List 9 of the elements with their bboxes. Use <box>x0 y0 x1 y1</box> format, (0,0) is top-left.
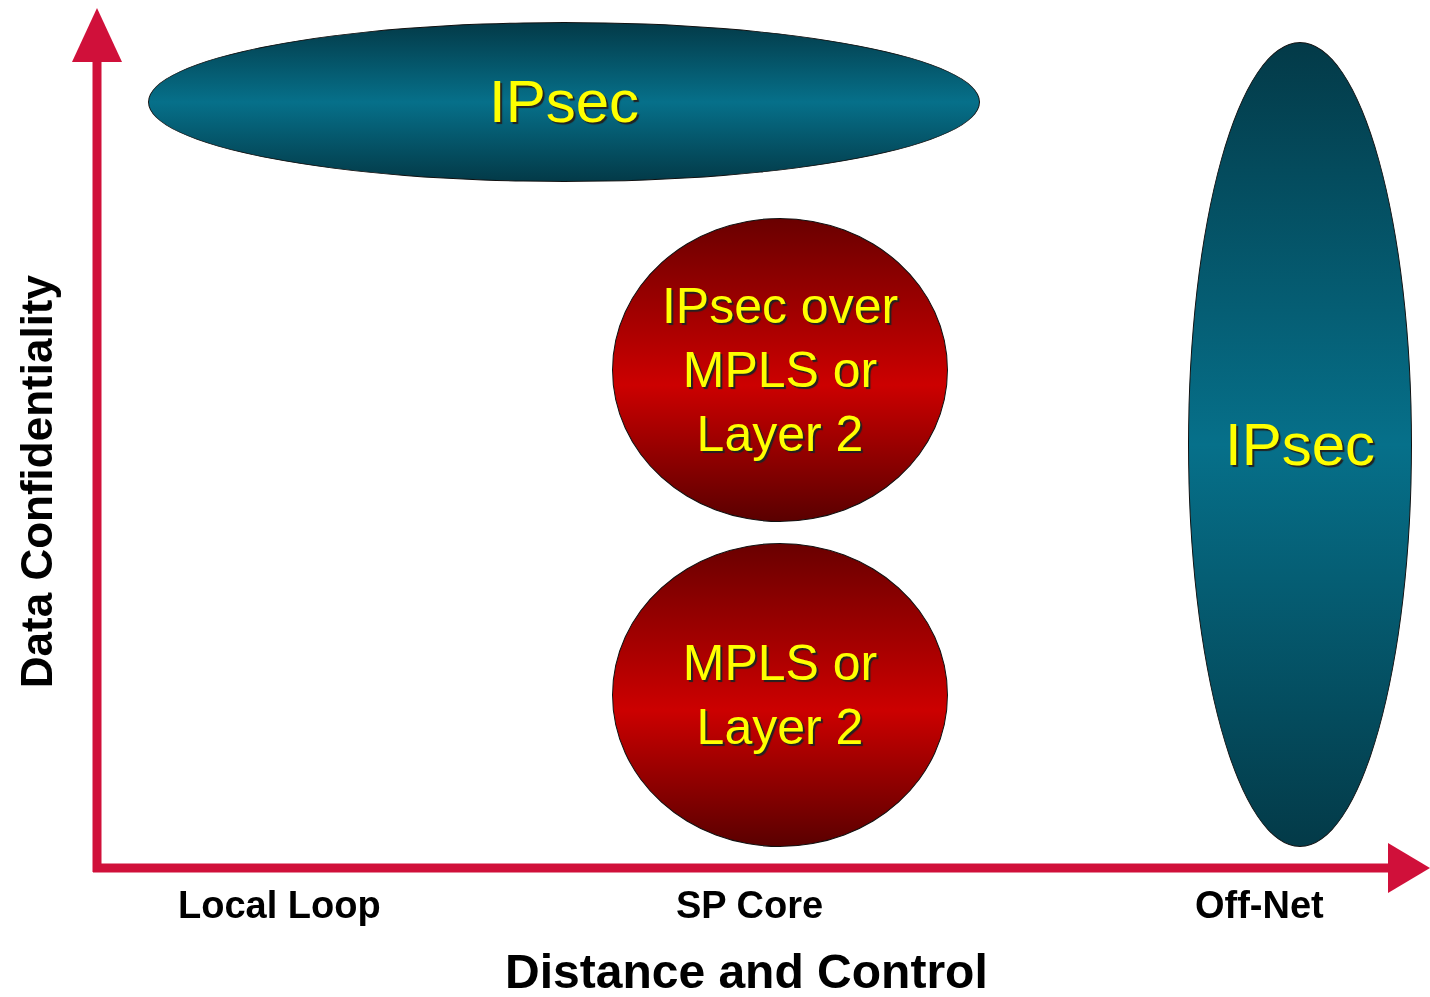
x-axis-category: SP Core <box>676 884 824 927</box>
ellipse-label: MPLS or Layer 2 <box>681 634 879 757</box>
x-axis-category: Off-Net <box>1195 884 1324 927</box>
ellipse-label: IPsec <box>1224 412 1376 477</box>
ellipse-label: IPsec over MPLS or Layer 2 <box>660 277 900 464</box>
y-axis-title: Data Confidentiality <box>12 275 62 689</box>
x-axis-title: Distance and Control <box>505 944 988 997</box>
ellipse-label: IPsec <box>488 70 640 134</box>
x-axis-category: Local Loop <box>178 884 381 927</box>
